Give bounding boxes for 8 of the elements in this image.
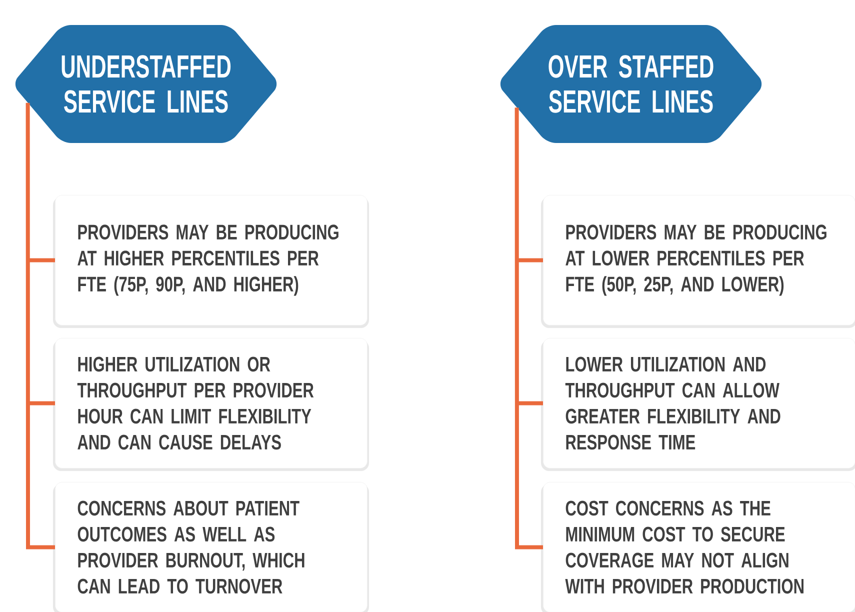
hexagon-badge: UNDERSTAFFED SERVICE LINES [15,25,277,143]
text-card: PROVIDERS MAY BE PRODUCING AT LOWER PERCENTILES PER FTE (50P, 25P, AND LOWER) [541,195,855,328]
text-card: HIGHER UTILIZATION OR THROUGHPUT PER PROVIDER HOUR CAN LIMIT FLEXIBILITY AND CAN CAUSE DELAYS [53,338,369,471]
text-card: PROVIDERS MAY BE PRODUCING AT HIGHER PERCENTILES PER FTE (75P, 90P, AND HIGHER) [53,195,369,328]
text-card: LOWER UTILIZATION AND THROUGHPUT CAN ALLOW GREATER FLEXIBILITY AND RESPONSE TIME [541,338,855,471]
text-card: CONCERNS ABOUT PATIENT OUTCOMES AS WELL AS PROVIDER BURNOUT, WHICH CAN LEAD TO TURNOVER [53,482,369,612]
hexagon-badge: OVER STAFFED SERVICE LINES [500,25,762,143]
text-card: COST CONCERNS AS THE MINIMUM COST TO SECURE COVERAGE MAY NOT ALIGN WITH PROVIDER PRODUCTION [541,482,855,612]
